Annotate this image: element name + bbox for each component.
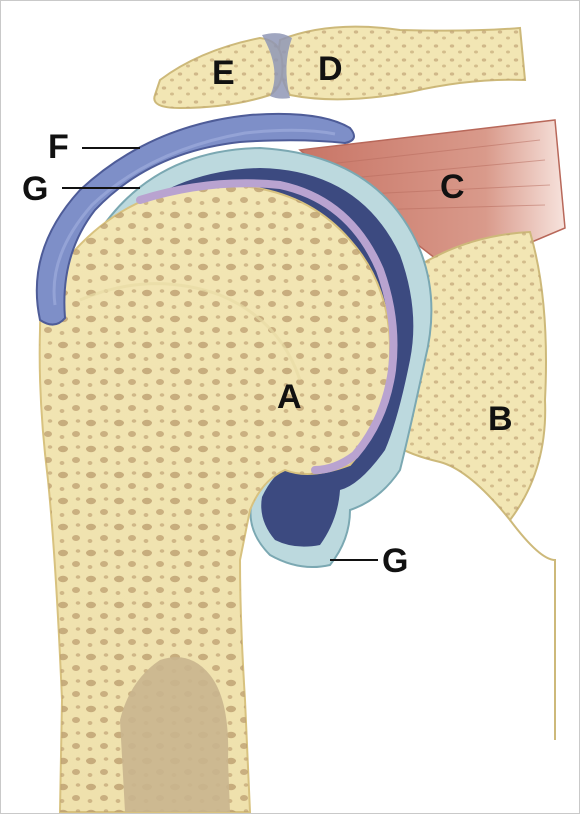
label-a: A [277, 378, 302, 416]
label-g-bottom: G [382, 542, 408, 580]
label-d: D [318, 50, 343, 88]
label-b: B [488, 400, 513, 438]
label-f: F [48, 128, 69, 166]
label-g-top: G [22, 170, 48, 208]
label-c: C [440, 168, 465, 206]
label-e: E [212, 54, 235, 92]
